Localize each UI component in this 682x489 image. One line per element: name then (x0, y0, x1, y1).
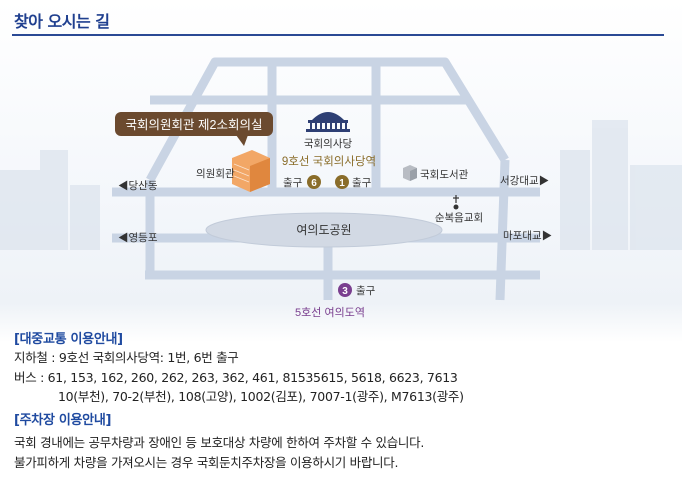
church-label: 순복음교회 (435, 212, 483, 224)
location-map: 여의도공원 의원회관 국회의원회관 제2소회의실 (0, 57, 682, 319)
title-divider (12, 34, 664, 36)
bus-info-line1: 버스 : 61, 153, 162, 260, 262, 263, 362, 4… (14, 370, 458, 385)
library-label: 국회도서관 (420, 169, 469, 181)
church-icon (453, 195, 459, 210)
assembly-building-icon (306, 112, 350, 132)
exit6-label: 출구 (283, 177, 303, 189)
destination-callout: 국회의원회관 제2소회의실 (115, 112, 273, 146)
exit1-marker (335, 175, 349, 189)
library-icon (403, 165, 417, 181)
exit6-marker (307, 175, 321, 189)
assembly-label: 국회의사당 (304, 138, 353, 150)
direction-mapo: 마포대교▶ (503, 230, 552, 242)
exit6-number: 6 (311, 178, 317, 189)
road-network (112, 57, 540, 301)
page-title: 찾아 오시는 길 (14, 12, 110, 31)
road-right-diag (495, 159, 510, 301)
direction-yeongdeungpo: ◀영등포 (118, 232, 158, 244)
exit1-number: 1 (339, 178, 345, 189)
line5-station-label: 5호선 여의도역 (295, 306, 365, 319)
direction-dangsan: ◀당산동 (118, 180, 158, 192)
subway-info: 지하철 : 9호선 국회의사당역: 1번, 6번 출구 (14, 350, 239, 365)
park-area (205, 212, 443, 248)
skyline-background (0, 120, 682, 250)
park-label: 여의도공원 (296, 223, 351, 237)
parking-heading: [주차장 이용안내] (14, 413, 112, 428)
line9-station-label: 9호선 국회의사당역 (282, 155, 376, 168)
exit3-number: 3 (342, 286, 348, 297)
direction-seogang: 서강대교▶ (500, 175, 549, 187)
parking-info-line1: 국회 경내에는 공무차량과 장애인 등 보호대상 차량에 한하여 주차할 수 있… (14, 435, 425, 450)
bus-info-line2: 10(부천), 70-2(부천), 108(고양), 1002(김포), 700… (58, 389, 464, 404)
exit3-label: 출구 (356, 285, 376, 297)
exit3-marker (338, 283, 352, 297)
callout-label: 국회의원회관 제2소회의실 (126, 118, 263, 132)
member-hall-label: 의원회관 (196, 168, 235, 180)
transit-heading: [대중교통 이용안내] (14, 332, 123, 347)
parking-info-line2: 불가피하게 차량을 가져오시는 경우 국회둔치주차장을 이용하시기 바랍니다. (14, 455, 399, 470)
building-icon (232, 150, 270, 192)
exit1-label: 출구 (352, 177, 372, 189)
